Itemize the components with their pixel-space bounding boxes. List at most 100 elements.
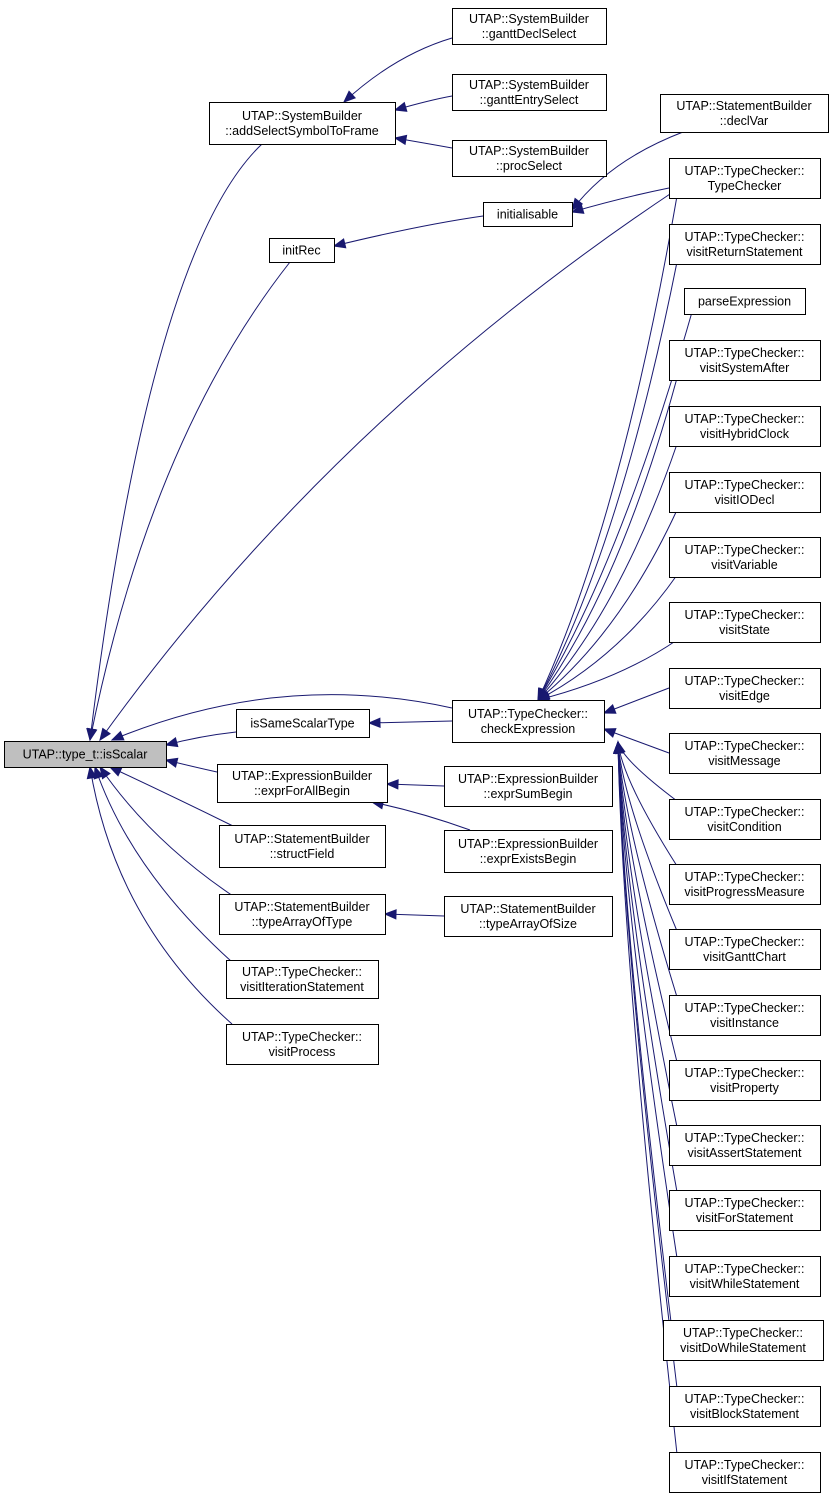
node-label-line: visitIterationStatement xyxy=(240,980,364,994)
node-visit-assert[interactable]: UTAP::TypeChecker::visitAssertStatement xyxy=(669,1125,821,1166)
node-visit-do-while[interactable]: UTAP::TypeChecker::visitDoWhileStatement xyxy=(663,1320,824,1361)
node-gantt-entry-select[interactable]: UTAP::SystemBuilder::ganttEntrySelect xyxy=(452,74,607,111)
node-check-expression[interactable]: UTAP::TypeChecker::checkExpression xyxy=(452,700,605,743)
node-label-line: UTAP::TypeChecker:: xyxy=(685,739,805,753)
node-init-rec[interactable]: initRec xyxy=(269,238,335,263)
node-label-line: UTAP::TypeChecker:: xyxy=(685,543,805,557)
node-label-line: ::ganttDeclSelect xyxy=(482,27,577,41)
arrowhead-visit_iteration-to-is_scalar xyxy=(93,765,104,780)
node-visit-hybrid-clock[interactable]: UTAP::TypeChecker::visitHybridClock xyxy=(669,406,821,447)
node-box xyxy=(669,602,821,643)
edge-add_select_symbol-to-is_scalar xyxy=(89,143,263,741)
node-type-array-of-type[interactable]: UTAP::StatementBuilder::typeArrayOfType xyxy=(219,894,386,935)
arrowhead-visit_edge-to-check_expression xyxy=(602,703,617,714)
node-label-line: UTAP::StatementBuilder xyxy=(234,900,369,914)
node-label-line: visitForStatement xyxy=(696,1211,794,1225)
edge-type_array_of_type-to-is_scalar xyxy=(99,766,234,897)
node-visit-process[interactable]: UTAP::TypeChecker::visitProcess xyxy=(226,1024,379,1065)
node-add-select-symbol[interactable]: UTAP::SystemBuilder::addSelectSymbolToFr… xyxy=(209,102,396,145)
node-visit-state[interactable]: UTAP::TypeChecker::visitState xyxy=(669,602,821,643)
node-box xyxy=(660,94,829,133)
node-box xyxy=(444,830,613,873)
node-label-line: UTAP::SystemBuilder xyxy=(469,78,589,92)
node-box xyxy=(669,224,821,265)
node-initialisable[interactable]: initialisable xyxy=(483,202,573,227)
node-visit-progress[interactable]: UTAP::TypeChecker::visitProgressMeasure xyxy=(669,864,821,905)
node-parse-expression[interactable]: parseExpression xyxy=(684,288,806,315)
node-visit-gantt-chart[interactable]: UTAP::TypeChecker::visitGanttChart xyxy=(669,929,821,970)
node-type-array-of-size[interactable]: UTAP::StatementBuilder::typeArrayOfSize xyxy=(444,896,613,937)
node-label-line: UTAP::TypeChecker:: xyxy=(685,1001,805,1015)
node-label-line: visitProperty xyxy=(710,1081,780,1095)
node-visit-iteration[interactable]: UTAP::TypeChecker::visitIterationStateme… xyxy=(226,960,379,999)
node-struct-field[interactable]: UTAP::StatementBuilder::structField xyxy=(219,825,386,868)
node-is-scalar[interactable]: UTAP::type_t::isScalar xyxy=(4,741,167,768)
node-label-line: UTAP::TypeChecker:: xyxy=(685,230,805,244)
node-label-line: UTAP::TypeChecker:: xyxy=(685,346,805,360)
node-box xyxy=(444,896,613,937)
edge-type_checker_ctor-to-initialisable xyxy=(571,187,670,213)
node-label-line: ::exprSumBegin xyxy=(484,787,573,801)
node-label-line: UTAP::TypeChecker:: xyxy=(683,1326,803,1340)
arrowhead-gantt_decl_select-to-add_select_symbol xyxy=(343,90,357,103)
edge-visit_iteration-to-is_scalar xyxy=(94,766,233,963)
node-type-checker-ctor[interactable]: UTAP::TypeChecker::TypeChecker xyxy=(669,158,821,199)
node-label-line: UTAP::TypeChecker:: xyxy=(685,1392,805,1406)
node-visit-while[interactable]: UTAP::TypeChecker::visitWhileStatement xyxy=(669,1256,821,1297)
node-visit-if[interactable]: UTAP::TypeChecker::visitIfStatement xyxy=(669,1452,821,1493)
node-expr-exists[interactable]: UTAP::ExpressionBuilder::exprExistsBegin xyxy=(444,830,613,873)
node-proc-select[interactable]: UTAP::SystemBuilder::procSelect xyxy=(452,140,607,177)
node-label-line: visitInstance xyxy=(710,1016,779,1030)
node-visit-condition[interactable]: UTAP::TypeChecker::visitCondition xyxy=(669,799,821,840)
node-visit-io-decl[interactable]: UTAP::TypeChecker::visitIODecl xyxy=(669,472,821,513)
node-label-line: UTAP::TypeChecker:: xyxy=(242,965,362,979)
node-label-line: UTAP::StatementBuilder xyxy=(234,832,369,846)
node-visit-variable[interactable]: UTAP::TypeChecker::visitVariable xyxy=(669,537,821,578)
node-box xyxy=(669,472,821,513)
edge-visit_progress-to-check_expression xyxy=(617,741,678,867)
arrowhead-type_checker_ctor-to-initialisable xyxy=(570,203,585,214)
node-label-line: visitSystemAfter xyxy=(700,361,790,375)
arrowhead-initialisable-to-init_rec xyxy=(332,238,347,249)
node-visit-system-after[interactable]: UTAP::TypeChecker::visitSystemAfter xyxy=(669,340,821,381)
node-label-line: visitProcess xyxy=(269,1045,336,1059)
node-expr-for-all[interactable]: UTAP::ExpressionBuilder::exprForAllBegin xyxy=(217,764,388,803)
call-graph-edges xyxy=(86,37,693,1455)
node-label-line: UTAP::SystemBuilder xyxy=(242,109,362,123)
arrowhead-expr_sum-to-expr_for_all xyxy=(385,779,399,790)
node-box xyxy=(269,238,335,263)
node-visit-edge[interactable]: UTAP::TypeChecker::visitEdge xyxy=(669,668,821,709)
node-visit-for[interactable]: UTAP::TypeChecker::visitForStatement xyxy=(669,1190,821,1231)
node-box xyxy=(444,766,613,807)
node-visit-block[interactable]: UTAP::TypeChecker::visitBlockStatement xyxy=(669,1386,821,1427)
node-label-line: UTAP::type_t::isScalar xyxy=(23,748,148,762)
node-box xyxy=(669,929,821,970)
node-is-same-scalar[interactable]: isSameScalarType xyxy=(236,709,370,738)
arrowhead-check_expression-to-is_same_scalar xyxy=(367,717,381,728)
node-label-line: isSameScalarType xyxy=(250,717,354,731)
edge-initialisable-to-init_rec xyxy=(333,215,484,247)
node-gantt-decl-select[interactable]: UTAP::SystemBuilder::ganttDeclSelect xyxy=(452,8,607,45)
node-label-line: UTAP::StatementBuilder xyxy=(676,99,811,113)
node-decl-var[interactable]: UTAP::StatementBuilder::declVar xyxy=(660,94,829,133)
node-box xyxy=(669,340,821,381)
node-box xyxy=(669,864,821,905)
node-box xyxy=(209,102,396,145)
node-label-line: UTAP::SystemBuilder xyxy=(469,144,589,158)
arrowhead-expr_for_all-to-is_scalar xyxy=(164,757,179,768)
edge-gantt_decl_select-to-add_select_symbol xyxy=(343,37,453,103)
node-visit-message[interactable]: UTAP::TypeChecker::visitMessage xyxy=(669,733,821,774)
node-box xyxy=(669,1256,821,1297)
node-label-line: UTAP::StatementBuilder xyxy=(460,902,595,916)
node-visit-property[interactable]: UTAP::TypeChecker::visitProperty xyxy=(669,1060,821,1101)
node-label-line: UTAP::TypeChecker:: xyxy=(685,870,805,884)
node-expr-sum[interactable]: UTAP::ExpressionBuilder::exprSumBegin xyxy=(444,766,613,807)
node-visit-return[interactable]: UTAP::TypeChecker::visitReturnStatement xyxy=(669,224,821,265)
node-label-line: visitCondition xyxy=(707,820,781,834)
node-visit-instance[interactable]: UTAP::TypeChecker::visitInstance xyxy=(669,995,821,1036)
edge-struct_field-to-is_scalar xyxy=(109,766,234,827)
node-label-line: UTAP::TypeChecker:: xyxy=(242,1030,362,1044)
node-label-line: UTAP::TypeChecker:: xyxy=(685,1196,805,1210)
node-label-line: UTAP::ExpressionBuilder xyxy=(458,772,598,786)
node-label-line: UTAP::SystemBuilder xyxy=(469,12,589,26)
